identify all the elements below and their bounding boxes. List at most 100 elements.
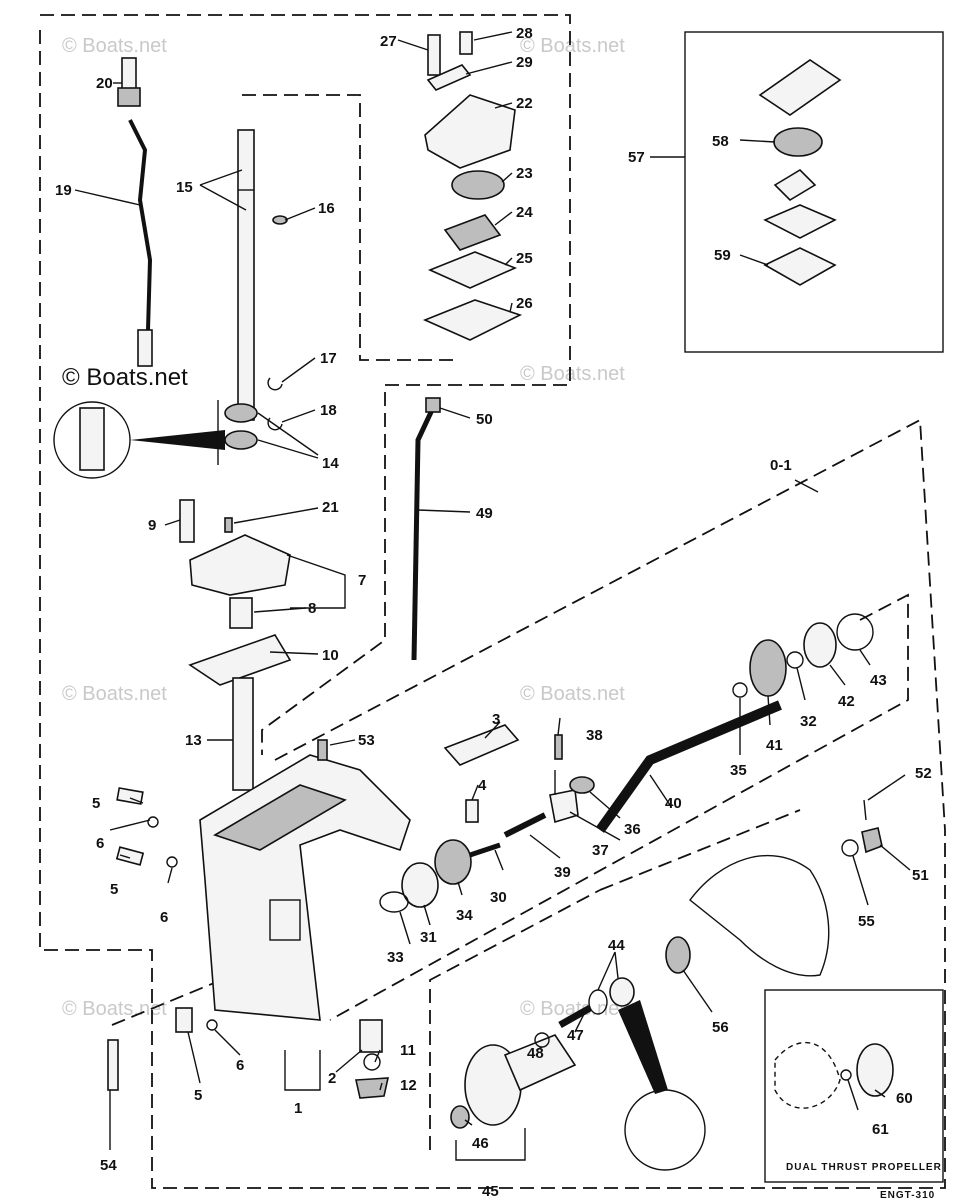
- callout-30: 30: [490, 889, 507, 906]
- shift-rod: [128, 119, 153, 361]
- callout-28: 28: [516, 25, 533, 42]
- callout-40: 40: [665, 795, 682, 812]
- gear-housing: [199, 754, 411, 1021]
- watermark: © Boats.net: [520, 683, 625, 705]
- cam-pin: [554, 734, 563, 760]
- callout-15: 15: [176, 179, 193, 196]
- inset-caption: DUAL THRUST PROPELLER: [786, 1162, 942, 1173]
- callout-8: 8: [308, 600, 316, 617]
- seal-detail-callout: [624, 1089, 706, 1171]
- gear-housing-kit-outline: [274, 418, 946, 831]
- callout-2: 2: [328, 1070, 336, 1087]
- callout-49: 49: [476, 505, 493, 522]
- clutch: [549, 789, 579, 824]
- propeller: [689, 854, 830, 977]
- tapered-bearing: [803, 622, 837, 668]
- base-gasket: [188, 634, 292, 686]
- corner-code: ENGT-310: [880, 1190, 935, 1200]
- callout-36: 36: [624, 821, 641, 838]
- long-water-tube: [411, 408, 435, 661]
- callout-51: 51: [912, 867, 929, 884]
- callout-7: 7: [358, 572, 366, 589]
- callout-31: 31: [420, 929, 437, 946]
- kit-pump-body: [758, 59, 842, 116]
- screw: [175, 1007, 193, 1033]
- housing-leader-outline: [111, 959, 271, 1026]
- washer: [166, 856, 178, 868]
- callout-20: 20: [96, 75, 113, 92]
- washer: [206, 1019, 218, 1031]
- retainer-ring: [569, 776, 595, 794]
- callout-29: 29: [516, 54, 533, 71]
- callout-13: 13: [185, 732, 202, 749]
- callout-38: 38: [586, 727, 603, 744]
- propeller-nut: [861, 827, 883, 854]
- callout-27: 27: [380, 33, 397, 50]
- callout-37: 37: [592, 842, 609, 859]
- callout-5: 5: [194, 1087, 202, 1104]
- thrust-washer: [732, 682, 748, 698]
- face-plate-insert: [451, 170, 505, 200]
- shim: [786, 651, 804, 669]
- callout-50: 50: [476, 411, 493, 428]
- thrust-hub: [856, 1043, 894, 1097]
- seal-detail-shaft: [79, 407, 105, 471]
- callout-25: 25: [516, 250, 533, 267]
- callout-53: 53: [358, 732, 375, 749]
- bearing-cup: [379, 891, 409, 913]
- washer: [363, 1053, 381, 1071]
- copyright-notice: © Boats.net: [62, 364, 188, 391]
- impeller: [443, 214, 502, 251]
- kit-gasket: [763, 204, 837, 239]
- watermark: © Boats.net: [62, 683, 167, 705]
- spring: [503, 812, 547, 838]
- propeller-group-outline: [599, 809, 801, 891]
- screw: [558, 1004, 592, 1029]
- callout-61: 61: [872, 1121, 889, 1138]
- water-pump-bracket: [242, 94, 455, 361]
- callout-5: 5: [92, 795, 100, 812]
- callout-32: 32: [800, 713, 817, 730]
- callout-41: 41: [766, 737, 783, 754]
- callout-6: 6: [236, 1057, 244, 1074]
- dowel-pin: [317, 739, 328, 761]
- washer: [147, 816, 159, 828]
- insert-plate: [426, 64, 472, 91]
- o-ring: [836, 613, 874, 651]
- leader-lines: [74, 31, 911, 1161]
- propeller-group-outline: [429, 889, 601, 1150]
- dowel-pin: [224, 517, 233, 533]
- callout-45: 45: [482, 1183, 499, 1200]
- callout-35: 35: [730, 762, 747, 779]
- oil-seal: [224, 403, 258, 423]
- seal: [450, 1105, 470, 1129]
- washer: [841, 839, 859, 857]
- callout-58: 58: [712, 133, 729, 150]
- gear-group-bracket: [329, 593, 909, 1021]
- callout-3: 3: [492, 711, 500, 728]
- callout-54: 54: [100, 1157, 117, 1174]
- callout-5: 5: [110, 881, 118, 898]
- callout-42: 42: [838, 693, 855, 710]
- callout-47: 47: [567, 1027, 584, 1044]
- callout-39: 39: [554, 864, 571, 881]
- callout-24: 24: [516, 204, 533, 221]
- callout-59: 59: [714, 247, 731, 264]
- screw: [465, 799, 479, 823]
- seal-detail-pointer: [130, 430, 225, 450]
- callout-26: 26: [516, 295, 533, 312]
- bearing: [401, 862, 439, 908]
- dual-thrust-propeller-inset: [764, 989, 944, 1183]
- callout-6: 6: [160, 909, 168, 926]
- impeller-key: [272, 215, 288, 225]
- watermark: © Boats.net: [62, 998, 167, 1020]
- propeller-shaft: [595, 700, 782, 833]
- tube-grommet: [425, 397, 441, 413]
- callout-16: 16: [318, 200, 335, 217]
- callout-14: 14: [322, 455, 339, 472]
- cotter-pin: [863, 799, 867, 821]
- callout-43: 43: [870, 672, 887, 689]
- callout-34: 34: [456, 907, 473, 924]
- bearing-carrier-flange: [503, 1034, 577, 1092]
